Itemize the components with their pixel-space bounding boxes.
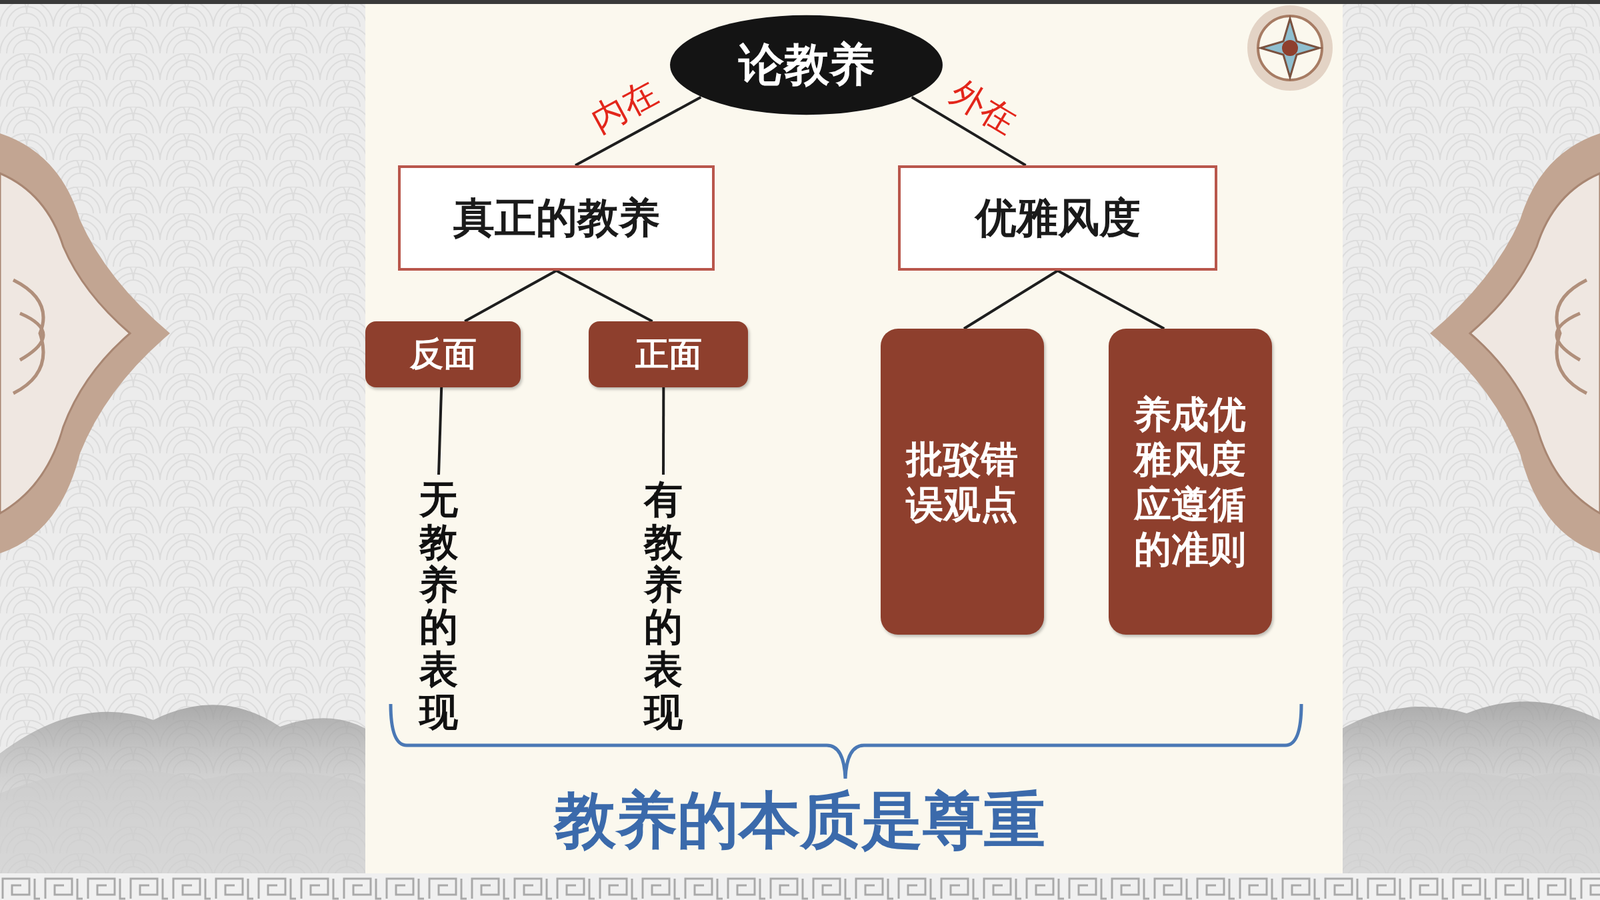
- mountain: [1333, 701, 1600, 874]
- node-text: 真正的教养: [453, 190, 660, 246]
- connector: [1058, 270, 1165, 329]
- mountain: [0, 704, 374, 874]
- node-text: 论教养: [738, 34, 875, 96]
- top-border: [0, 0, 1600, 4]
- brace: [390, 704, 1302, 779]
- ornament: [1470, 173, 1600, 514]
- node-text: 批驳错误观点: [905, 436, 1020, 526]
- ornament: [0, 173, 130, 514]
- node-text: 养成优雅风度应遵循的准则: [1133, 392, 1248, 572]
- point-box: 批驳错误观点: [880, 328, 1044, 635]
- flower-ornament: [1247, 5, 1333, 91]
- connector: [662, 387, 665, 475]
- title-ellipse: 论教养: [668, 14, 944, 116]
- connector: [438, 387, 442, 475]
- ornament: [0, 133, 170, 554]
- mountain: [0, 769, 374, 874]
- node-text: 反面: [410, 332, 477, 377]
- node-text: 无教养的表现: [419, 478, 458, 734]
- node-text: 有教养的表现: [644, 478, 683, 734]
- ornament: [13, 280, 44, 394]
- node-text: 优雅风度: [975, 190, 1141, 246]
- aspect-tag: 反面: [365, 321, 521, 388]
- aspect-tag: 正面: [588, 321, 748, 388]
- point-box: 养成优雅风度应遵循的准则: [1108, 328, 1272, 635]
- vertical-text: 无教养的表现: [414, 474, 464, 746]
- ornament: [1430, 133, 1600, 554]
- topic-box: 真正的教养: [398, 165, 715, 271]
- wave-texture: [0, 0, 1600, 874]
- topic-box: 优雅风度: [898, 165, 1218, 271]
- key-strip: [0, 873, 1600, 900]
- connector: [964, 270, 1058, 329]
- connector: [464, 270, 556, 322]
- vertical-text: 有教养的表现: [638, 474, 688, 746]
- key-pattern: [0, 873, 1600, 900]
- panel: [365, 0, 1343, 874]
- node-text: 正面: [635, 332, 702, 377]
- mountain: [1333, 771, 1600, 874]
- caption: 教养的本质是尊重: [0, 786, 1600, 854]
- connector: [556, 270, 653, 322]
- ornament: [1556, 280, 1587, 394]
